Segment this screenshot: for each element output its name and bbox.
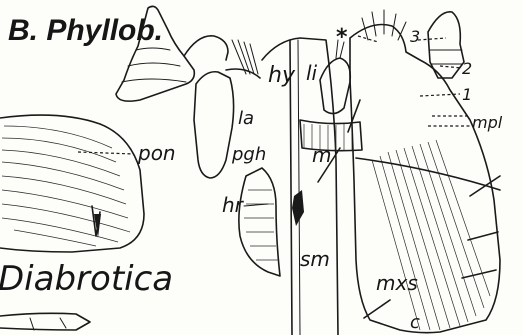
label-sm: sm bbox=[300, 247, 330, 271]
label-hr: hr bbox=[222, 193, 245, 217]
label-seg-1: 1 bbox=[462, 85, 472, 104]
label-star: * bbox=[336, 25, 348, 50]
label-c: c bbox=[410, 312, 420, 333]
genus-bottom-fragment bbox=[0, 313, 90, 330]
label-seg-2: 2 bbox=[462, 59, 472, 78]
pon-leader bbox=[78, 152, 134, 154]
leader-seg-3 bbox=[418, 38, 446, 40]
lacinia-drawing bbox=[320, 40, 350, 114]
label-pon: pon bbox=[137, 141, 176, 165]
genus-label: Diabrotica bbox=[0, 259, 173, 299]
wing-fragment-drawing bbox=[0, 115, 144, 252]
label-hy: hy bbox=[268, 63, 296, 88]
label-seg-3: 3 bbox=[410, 27, 420, 46]
label-mpl: mpl bbox=[472, 113, 503, 132]
label-mxs: mxs bbox=[376, 271, 418, 295]
label-pgh: pgh bbox=[231, 144, 266, 165]
pharyngeal-lobe-drawing bbox=[239, 168, 280, 276]
label-m: m bbox=[312, 143, 331, 167]
label-la: la bbox=[238, 108, 254, 129]
label-li: li bbox=[306, 61, 318, 85]
leader-seg-2 bbox=[440, 66, 462, 68]
